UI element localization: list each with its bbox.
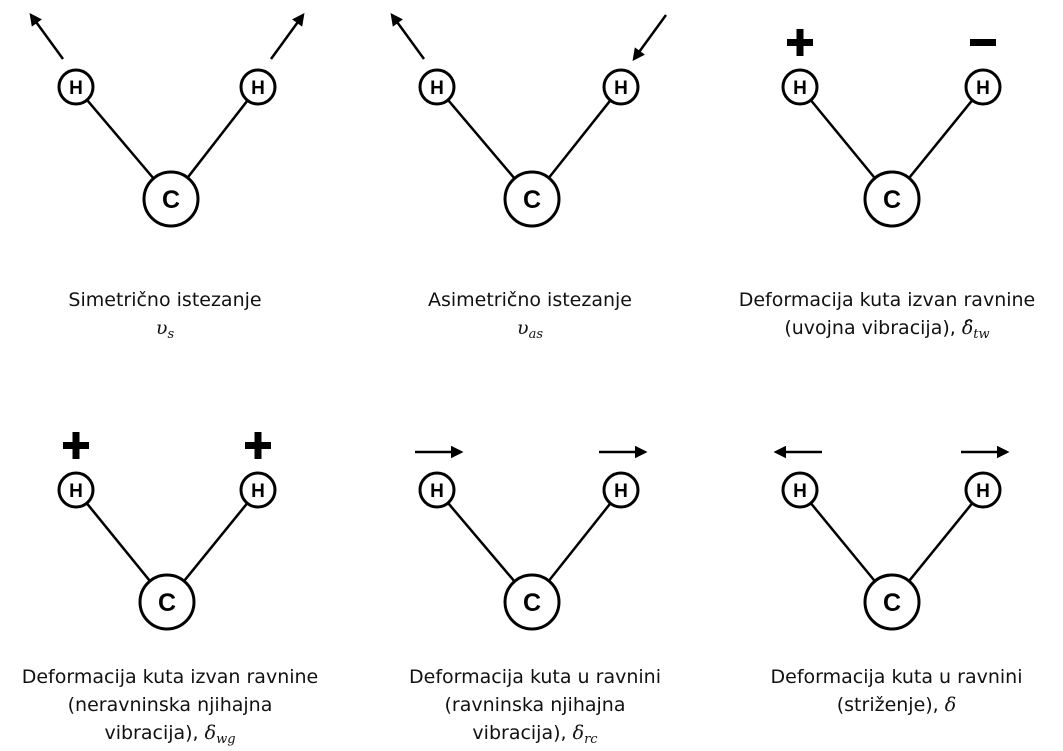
carbon-atom bbox=[863, 170, 921, 228]
caption-symmetric-stretching: Simetrično istezanje υs bbox=[20, 286, 310, 345]
caption-rocking: Deformacija kuta u ravnini (ravninska nj… bbox=[380, 663, 690, 750]
hydrogen-atom bbox=[239, 471, 277, 509]
hydrogen-label: H bbox=[430, 78, 444, 99]
molecule-asym-stretch: H H C bbox=[390, 12, 668, 228]
mode-subscript: wg bbox=[216, 732, 236, 747]
carbon-label: C bbox=[523, 589, 541, 617]
carbon-label: C bbox=[158, 589, 176, 617]
plus-icon bbox=[254, 432, 262, 459]
c-h-bond bbox=[86, 99, 155, 180]
mode-symbol: δ̂ bbox=[961, 317, 974, 339]
hydrogen-label: H bbox=[251, 481, 265, 502]
caption-text: (uvojna vibracija), bbox=[784, 317, 962, 339]
mode-subscript: s bbox=[167, 327, 175, 342]
hydrogen-atom bbox=[418, 471, 456, 509]
plus-icon bbox=[796, 29, 804, 56]
carbon-atom bbox=[503, 573, 561, 631]
caption-asymmetric-stretching: Asimetrično istezanje υas bbox=[380, 286, 680, 345]
c-h-bond bbox=[447, 502, 516, 583]
hydrogen-label: H bbox=[430, 481, 444, 502]
mode-symbol: υ bbox=[517, 317, 529, 339]
hydrogen-atom bbox=[602, 68, 640, 106]
molecule-rocking: H H C bbox=[415, 445, 648, 631]
carbon-atom bbox=[863, 573, 921, 631]
molecule-sym-stretch: H H C bbox=[29, 12, 305, 228]
caption-line: Deformacija kuta izvan ravnine bbox=[21, 666, 319, 688]
caption-text: vibracija), bbox=[472, 722, 573, 744]
c-h-bond bbox=[547, 502, 612, 582]
mode-symbol: δ bbox=[944, 694, 957, 716]
c-h-bond bbox=[809, 502, 876, 582]
c-h-bond bbox=[183, 502, 249, 582]
c-h-bond bbox=[186, 99, 249, 179]
hydrogen-atom bbox=[418, 68, 456, 106]
c-h-bond bbox=[809, 99, 876, 179]
caption-line: (neravninska njihajna bbox=[67, 694, 273, 716]
hydrogen-atom bbox=[239, 68, 277, 106]
arrow-up-left-icon bbox=[390, 12, 426, 60]
caption-line: Asimetrično istezanje bbox=[427, 289, 632, 311]
hydrogen-atom bbox=[781, 471, 819, 509]
carbon-label: C bbox=[523, 186, 541, 214]
hydrogen-label: H bbox=[793, 78, 807, 99]
hydrogen-atom bbox=[57, 471, 95, 509]
caption-scissoring: Deformacija kuta u ravnini (striženje), … bbox=[730, 663, 1063, 719]
arrow-down-left-icon bbox=[632, 14, 668, 62]
hydrogen-atom bbox=[964, 68, 1002, 106]
hydrogen-atom bbox=[602, 471, 640, 509]
hydrogen-label: H bbox=[614, 481, 628, 502]
hydrogen-label: H bbox=[251, 78, 265, 99]
hydrogen-label: H bbox=[976, 481, 990, 502]
c-h-bond bbox=[908, 99, 974, 179]
caption-line: (ravninska njihajna bbox=[444, 694, 626, 716]
caption-line: Deformacija kuta u ravnini bbox=[409, 666, 661, 688]
c-h-bond bbox=[447, 99, 516, 180]
hydrogen-label: H bbox=[69, 481, 83, 502]
hydrogen-atom bbox=[57, 68, 95, 106]
molecule-wagging: H H C bbox=[57, 432, 277, 631]
mode-subscript: tw bbox=[973, 327, 990, 342]
hydrogen-atom bbox=[781, 68, 819, 106]
minus-icon bbox=[970, 39, 996, 46]
molecule-twisting: H H C bbox=[781, 29, 1002, 228]
arrow-up-left-icon bbox=[29, 12, 65, 60]
plus-icon bbox=[72, 432, 80, 459]
mode-symbol: δ bbox=[204, 722, 217, 744]
carbon-label: C bbox=[883, 186, 901, 214]
hydrogen-atom bbox=[964, 471, 1002, 509]
carbon-label: C bbox=[883, 589, 901, 617]
caption-line: Simetrično istezanje bbox=[68, 289, 262, 311]
caption-twisting: Deformacija kuta izvan ravnine (uvojna v… bbox=[712, 286, 1062, 345]
hydrogen-label: H bbox=[614, 78, 628, 99]
carbon-atom bbox=[138, 573, 196, 631]
c-h-bond bbox=[908, 502, 974, 582]
arrow-up-right-icon bbox=[269, 12, 305, 60]
c-h-bond bbox=[85, 502, 151, 582]
caption-wagging: Deformacija kuta izvan ravnine (neravnin… bbox=[0, 663, 340, 750]
caption-line: Deformacija kuta u ravnini bbox=[770, 666, 1023, 688]
hydrogen-label: H bbox=[793, 481, 807, 502]
caption-line: Deformacija kuta izvan ravnine bbox=[738, 289, 1036, 311]
mode-subscript: as bbox=[528, 327, 543, 342]
hydrogen-label: H bbox=[69, 78, 83, 99]
mode-symbol: υ bbox=[155, 317, 168, 339]
caption-text: vibracija), bbox=[104, 722, 205, 744]
c-h-bond bbox=[547, 99, 612, 179]
carbon-atom bbox=[503, 170, 561, 228]
caption-text: (striženje), bbox=[836, 694, 945, 716]
molecule-scissoring: H H C bbox=[773, 445, 1010, 631]
hydrogen-label: H bbox=[976, 78, 990, 99]
mode-symbol: δ bbox=[572, 722, 585, 744]
carbon-atom bbox=[142, 170, 200, 228]
carbon-label: C bbox=[162, 186, 180, 214]
mode-subscript: rc bbox=[584, 732, 598, 747]
